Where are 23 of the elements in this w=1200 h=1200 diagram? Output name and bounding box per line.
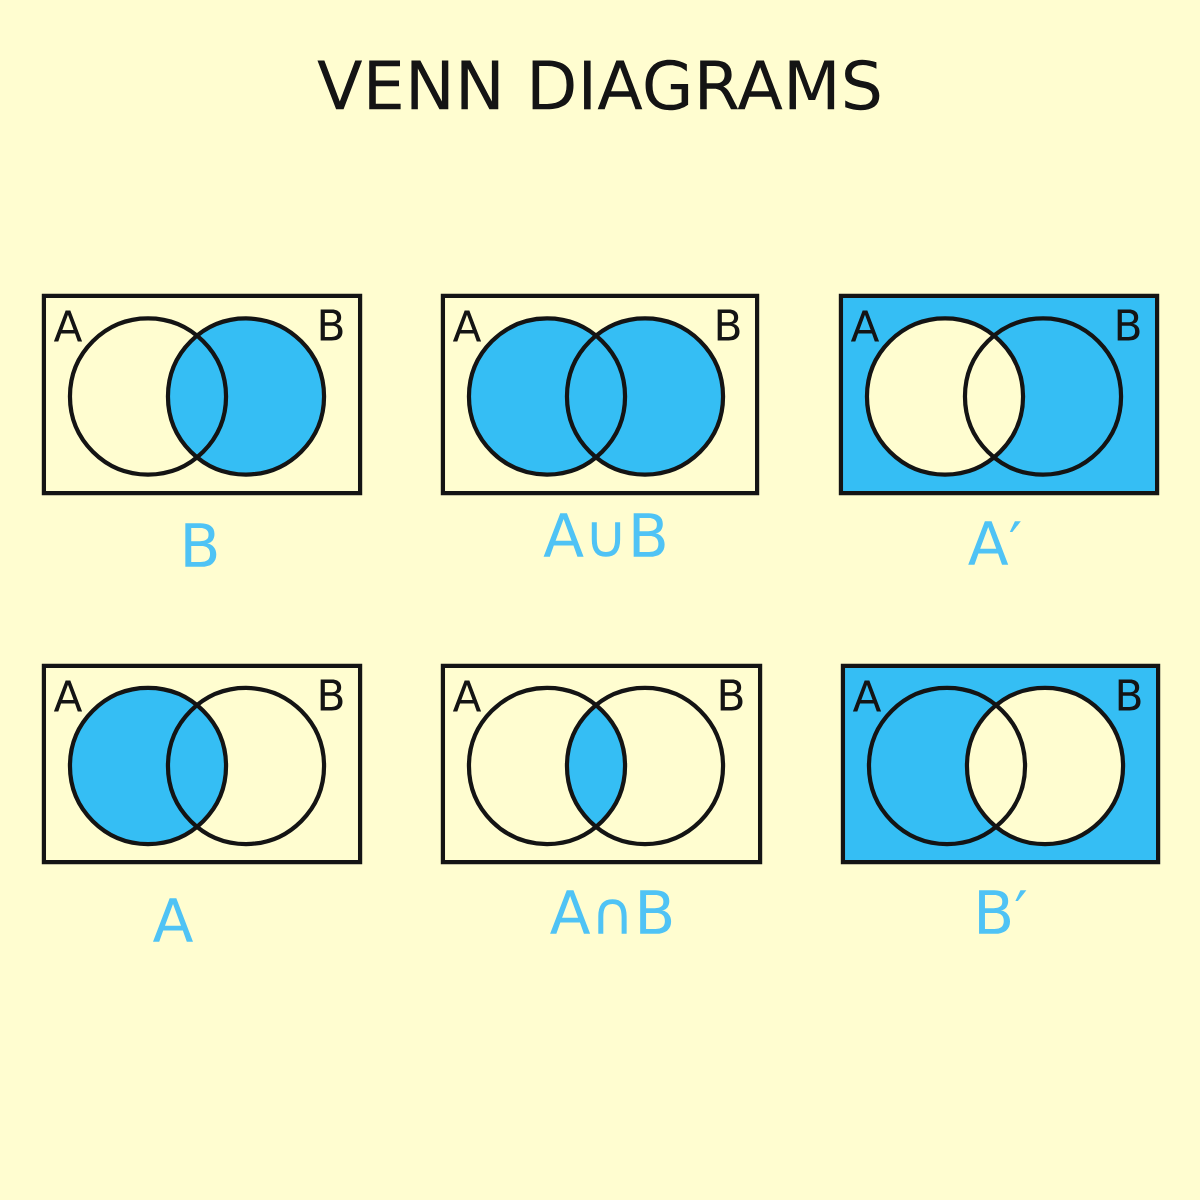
notation-label: B: [185, 523, 217, 567]
set-label: B: [717, 309, 740, 341]
notation-label: A∩B: [550, 890, 672, 934]
shaded-venn-rectangle: [41, 663, 363, 865]
notation-label: B′: [979, 890, 1027, 934]
set-label: B: [1117, 309, 1140, 341]
set-label: A: [452, 680, 482, 712]
notation-label: A∪B: [543, 513, 665, 557]
notation-label: A: [153, 898, 193, 942]
set-label: B: [720, 679, 743, 711]
set-label: A: [452, 310, 482, 342]
shaded-venn-rectangle: [41, 293, 363, 496]
set-label: B: [1118, 679, 1141, 711]
set-label: B: [320, 309, 343, 341]
notation-label: A′: [968, 521, 1021, 565]
shaded-venn-rectangle: [440, 293, 760, 496]
set-label: B: [320, 679, 343, 711]
set-label: A: [852, 680, 882, 712]
set-label: A: [53, 680, 83, 712]
title: VENN DIAGRAMS: [317, 59, 880, 111]
set-label: A: [53, 310, 83, 342]
shaded-venn-rectangle: [440, 663, 763, 865]
set-label: A: [850, 310, 880, 342]
